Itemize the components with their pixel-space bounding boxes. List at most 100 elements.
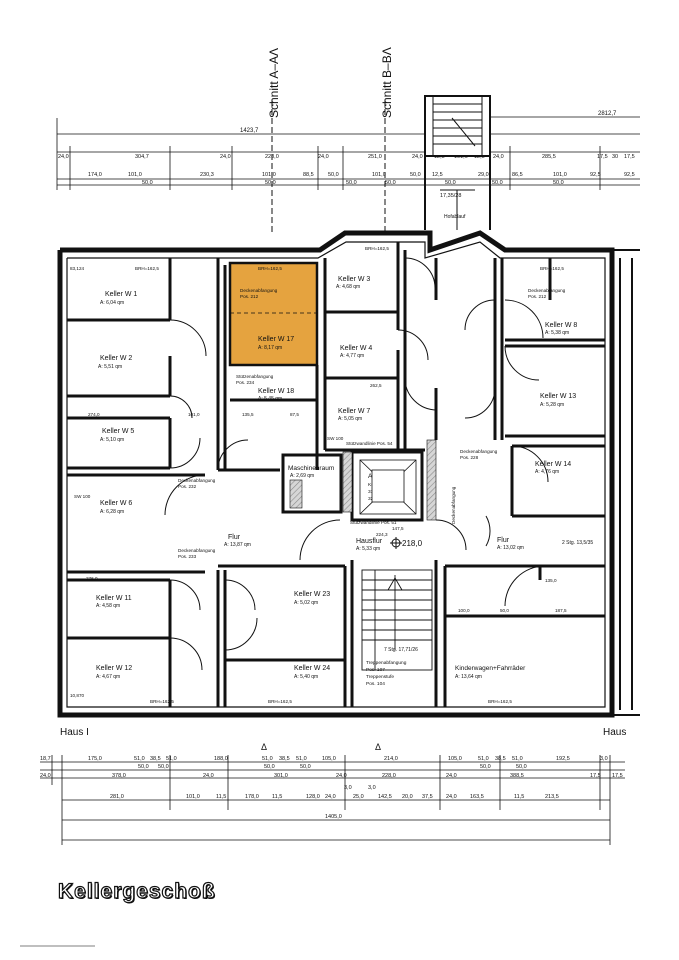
highlight-keller-w17[interactable] [228,261,319,367]
svg-text:51,0: 51,0 [478,756,489,762]
room-hausflur-area: A: 5,33 qm [356,546,380,552]
svg-text:Deckenabfangung: Deckenabfangung [178,548,216,553]
svg-text:101,0: 101,0 [186,794,200,800]
svg-text:51,0: 51,0 [262,756,273,762]
room-w7-name: Keller W 7 [338,408,370,415]
bottom-dimensions [40,755,625,845]
svg-text:163,5: 163,5 [470,794,484,800]
svg-text:262,5: 262,5 [370,383,382,388]
section-a-label: Schnitt A–AΛ [267,48,281,118]
outer-walls [57,230,615,718]
svg-text:Pos. 228: Pos. 228 [460,455,479,460]
svg-text:BRH=162,5: BRH=162,5 [258,266,282,271]
door-swings [164,257,549,671]
svg-text:SW 100: SW 100 [74,494,91,499]
treppe-l2: Pos. 107 [366,667,385,673]
dim-row-5: 50,0 50,0 50,0 50,0 50,0 50,0 50,0 [142,180,564,186]
svg-text:101,0: 101,0 [128,172,142,178]
svg-text:25,0: 25,0 [353,794,364,800]
svg-text:24,0: 24,0 [325,794,336,800]
room-w8-name: Keller W 8 [545,322,577,329]
svg-text:135,5: 135,5 [242,412,254,417]
room-w11-area: A: 4,58 qm [96,603,120,609]
svg-text:285,5: 285,5 [542,154,556,160]
svg-text:SW 100: SW 100 [327,436,344,441]
svg-text:228,0: 228,0 [382,773,396,779]
svg-text:192,5: 192,5 [556,756,570,762]
dim-bottom-1b: 50,0 50,0 50,0 50,0 50,0 50,0 [138,764,527,770]
svg-text:10,870: 10,870 [70,693,84,698]
outer-walls-inner-line [66,241,606,708]
svg-text:50,0: 50,0 [480,764,491,770]
svg-text:Deckenabfangung: Deckenabfangung [528,288,566,293]
svg-text:50,0: 50,0 [328,172,339,178]
svg-text:100,0: 100,0 [458,608,470,613]
room-w1-name: Keller W 1 [105,291,137,298]
room-flur-left-name: Flur [228,534,241,541]
svg-text:87,5: 87,5 [290,412,299,417]
svg-text:11,5: 11,5 [272,794,282,800]
svg-text:50,0: 50,0 [445,180,456,186]
svg-text:101,0: 101,0 [553,172,567,178]
room-flur-left-area: A: 13,87 qm [224,542,251,548]
room-w4-area: A: 4,77 qm [340,353,364,359]
svg-text:38,5: 38,5 [150,756,161,762]
svg-text:24,0: 24,0 [40,773,51,779]
svg-text:Deckenabfangung: Deckenabfangung [460,449,498,454]
main-stair [361,569,433,671]
svg-text:276,0: 276,0 [86,576,98,581]
svg-text:142,5: 142,5 [378,794,392,800]
section-b-label: Schnitt B–BΛ [380,47,394,118]
hofablauf-label: Hofablauf [444,214,466,220]
right-building-edge [612,249,640,716]
room-w3-name: Keller W 3 [338,276,370,283]
room-w18-name: Keller W 18 [258,388,294,395]
svg-text:11,5: 11,5 [216,794,226,800]
room-w24-name: Keller W 24 [294,665,330,672]
svg-text:20,0: 20,0 [402,794,413,800]
interior-walls [67,242,605,707]
outdoor-stair [424,95,491,230]
dim-row-4: 174,0 101,0 230,3 101,0 88,5 50,0 101,0 … [88,172,635,178]
svg-text:147,5: 147,5 [392,526,404,531]
svg-text:388,5: 388,5 [510,773,524,779]
room-kinder-name: Kinderwagen+Fahrräder [455,665,526,672]
svg-text:188,0: 188,0 [214,756,228,762]
svg-text:30: 30 [612,154,618,160]
svg-text:24,0: 24,0 [220,154,231,160]
svg-text:92,5: 92,5 [624,172,635,178]
svg-text:Pos. 212: Pos. 212 [528,294,547,299]
svg-text:Deckenabfangung: Deckenabfangung [178,478,216,483]
svg-text:24,0: 24,0 [318,154,329,160]
svg-text:274,0: 274,0 [88,412,100,417]
svg-text:Pos. 233: Pos. 233 [178,554,197,559]
dim-bottom-3: 281,0 101,0 11,5 178,0 11,5 128,0 24,0 2… [110,785,559,800]
svg-text:187,5: 187,5 [555,608,567,613]
svg-text:37,5: 37,5 [422,794,433,800]
svg-text:12,5: 12,5 [432,172,443,178]
svg-text:BRH=162,5: BRH=162,5 [488,699,512,704]
svg-text:50,0: 50,0 [553,180,564,186]
section-mark-a: Δ [261,742,267,752]
hatched-walls [289,439,437,521]
dim-top-total-right: 2812,7 [598,111,617,117]
room-flur-right-name: Flur [497,537,510,544]
svg-text:BRH=162,5: BRH=162,5 [365,246,389,251]
svg-text:128,0: 128,0 [306,794,320,800]
svg-text:24,0: 24,0 [58,154,69,160]
room-w5-name: Keller W 5 [102,428,134,435]
room-w6-name: Keller W 6 [100,500,132,507]
svg-text:BRH=162,5: BRH=162,5 [135,266,159,271]
room-w7-area: A: 5,05 qm [338,416,362,422]
stair-top-label: 17,35/28 [440,193,461,199]
svg-text:301,0: 301,0 [274,773,288,779]
room-w12-name: Keller W 12 [96,665,132,672]
svg-text:105,0: 105,0 [448,756,462,762]
svg-text:101,0: 101,0 [372,172,386,178]
room-w5-area: A: 5,10 qm [100,437,124,443]
house-left-label: Haus I [60,727,89,738]
svg-text:378,0: 378,0 [112,773,126,779]
structural-notes: Deckenabfangung Pos. 212 Deckenabfangung… [70,246,593,704]
elevation-marker [390,537,402,549]
room-w2-area: A: 5,51 qm [98,364,122,370]
